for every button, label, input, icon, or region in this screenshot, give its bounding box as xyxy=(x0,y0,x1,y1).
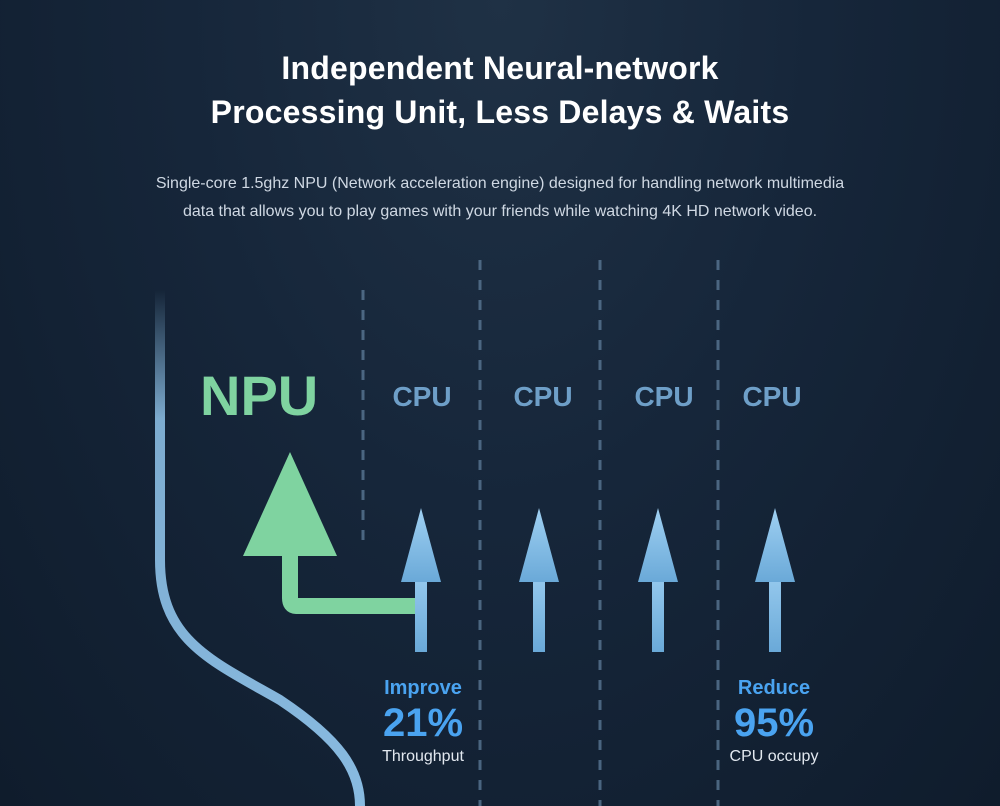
npu-label: NPU xyxy=(200,364,319,427)
subtitle-line-2: data that allows you to play games with … xyxy=(182,203,818,220)
page-title: Independent Neural-network Processing Un… xyxy=(0,46,1000,134)
cpu-label-3: CPU xyxy=(634,381,694,412)
cpu-label-1: CPU xyxy=(392,381,452,412)
left-rail xyxy=(155,285,365,806)
cpu-arrow-icon-2 xyxy=(519,508,559,652)
subtitle-line-1: Single-core 1.5ghz NPU (Network accelera… xyxy=(155,175,845,192)
title-line-2: Processing Unit, Less Delays & Waits xyxy=(210,94,790,130)
throughput-value: 21% xyxy=(382,701,464,745)
cpu-label-2: CPU xyxy=(513,381,573,412)
cpu-label-4: CPU xyxy=(742,381,802,412)
page-subtitle: Single-core 1.5ghz NPU (Network accelera… xyxy=(0,170,1000,226)
cpu-arrow-icon-1 xyxy=(401,508,441,652)
throughput-stat: Improve 21% Throughput xyxy=(353,676,493,768)
throughput-caption: Throughput xyxy=(382,748,464,765)
column-dividers xyxy=(361,260,720,806)
title-line-1: Independent Neural-network xyxy=(281,50,719,86)
cpu-occupy-stat: Reduce 95% CPU occupy xyxy=(704,676,844,768)
throughput-kicker: Improve xyxy=(384,677,462,699)
cpu-arrow-icon-4 xyxy=(755,508,795,652)
cpu-arrow-icon-3 xyxy=(638,508,678,652)
cpu-occupy-value: 95% xyxy=(733,701,815,745)
cpu-occupy-kicker: Reduce xyxy=(737,677,811,699)
npu-arrow-icon xyxy=(243,452,420,614)
cpu-occupy-caption: CPU occupy xyxy=(729,748,819,765)
